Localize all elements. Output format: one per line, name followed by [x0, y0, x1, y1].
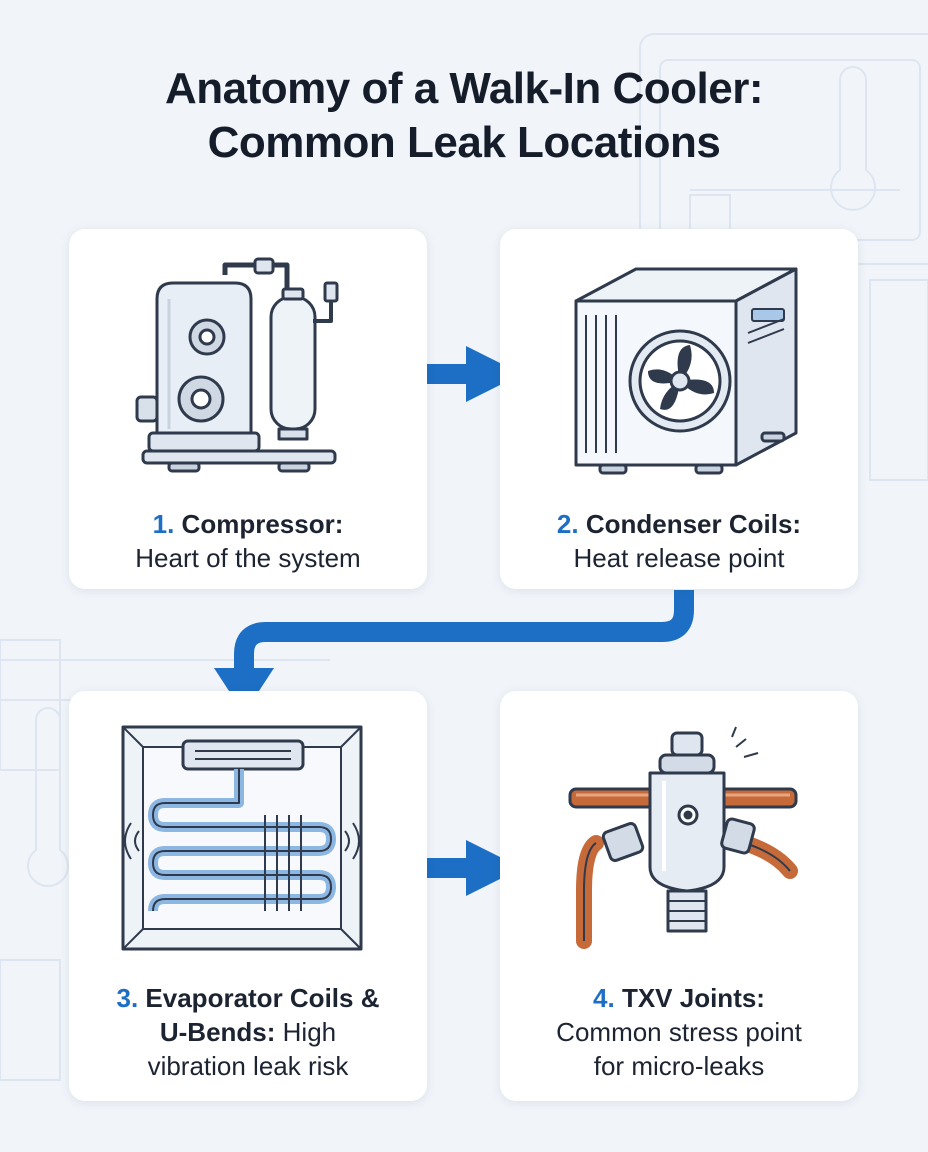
card-txv: 4. TXV Joints: Common stress point for m…: [500, 691, 858, 1101]
page-title: Anatomy of a Walk-In Cooler: Common Leak…: [0, 62, 928, 170]
caption-compressor: 1. Compressor: Heart of the system: [79, 507, 417, 575]
caption-txv: 4. TXV Joints: Common stress point for m…: [510, 981, 848, 1083]
step-description-line-2: vibration leak risk: [147, 1051, 349, 1081]
card-evaporator: 3. Evaporator Coils & U-Bends: High vibr…: [69, 691, 427, 1101]
txv-valve-icon: [568, 726, 798, 949]
step-description-line-1: High: [282, 1017, 337, 1047]
step-number: 4.: [593, 983, 615, 1013]
step-description: Heat release point: [573, 543, 785, 573]
step-heading: Compressor:: [181, 509, 344, 539]
step-description-line-1: Common stress point: [556, 1017, 802, 1047]
step-description: Heart of the system: [135, 543, 361, 573]
caption-evaporator: 3. Evaporator Coils & U-Bends: High vibr…: [79, 981, 417, 1083]
step-heading: Condenser Coils:: [585, 509, 802, 539]
evaporator-coil-icon: [121, 725, 363, 951]
title-line-2: Common Leak Locations: [207, 118, 721, 167]
step-number: 3.: [116, 983, 139, 1013]
title-line-1: Anatomy of a Walk-In Cooler:: [165, 64, 763, 113]
step-heading: TXV Joints:: [621, 983, 765, 1013]
card-compressor: 1. Compressor: Heart of the system: [69, 229, 427, 589]
caption-condenser: 2. Condenser Coils: Heat release point: [510, 507, 848, 575]
card-condenser: 2. Condenser Coils: Heat release point: [500, 229, 858, 589]
step-heading-line-2: U-Bends:: [159, 1017, 276, 1047]
compressor-icon: [135, 257, 339, 473]
step-description-line-2: for micro-leaks: [593, 1051, 765, 1081]
step-number: 2.: [556, 509, 579, 539]
step-heading-line-1: Evaporator Coils &: [145, 983, 380, 1013]
condenser-unit-icon: [574, 267, 798, 475]
step-number: 1.: [152, 509, 175, 539]
